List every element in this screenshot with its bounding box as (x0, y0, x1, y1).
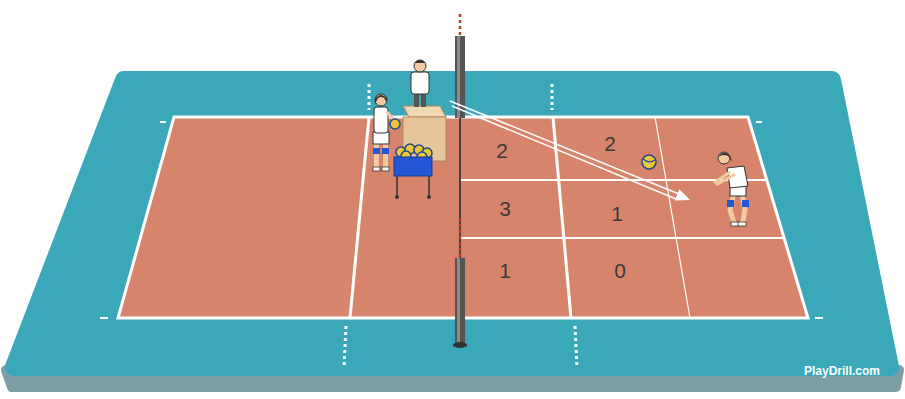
zone-number: 2 (496, 140, 508, 161)
ball-path-arrow (675, 189, 690, 200)
ball-cart (396, 175, 398, 196)
line-extension (551, 84, 554, 110)
volleyball (642, 155, 656, 169)
ball-path-arrow (452, 106, 676, 199)
receiver-player (714, 152, 749, 226)
line-extension (815, 317, 823, 319)
antenna (459, 218, 462, 258)
free-zone (14, 80, 890, 367)
ball-cart (395, 195, 399, 199)
zone-number: 1 (499, 260, 511, 281)
ball-cart (394, 157, 432, 176)
setter-player (373, 94, 400, 171)
ball-path-arrow (450, 101, 679, 194)
zone-line (655, 117, 690, 318)
line-extension (756, 121, 762, 123)
zone-number: 3 (499, 198, 511, 219)
zone-number: 0 (614, 260, 626, 281)
watermark: PlayDrill.com (804, 365, 880, 377)
coach (414, 60, 426, 72)
net-pole (457, 258, 460, 344)
line-extension (344, 326, 346, 368)
net-pole (457, 36, 460, 118)
zone-number: 1 (611, 203, 623, 224)
ball-cart (427, 195, 431, 199)
zone-number: 2 (604, 133, 616, 154)
coach-box (403, 106, 446, 117)
coach (414, 60, 426, 63)
line-extension (368, 84, 371, 110)
zone-line (460, 237, 784, 239)
antenna (459, 14, 462, 38)
volleyball (643, 159, 655, 162)
coach (411, 72, 429, 94)
line-extension (160, 121, 166, 123)
attack-line (350, 117, 369, 318)
net-pole (453, 342, 467, 348)
ball-cart (428, 175, 430, 196)
line-extension (100, 317, 108, 319)
net-pole (455, 258, 465, 344)
line-extension (575, 326, 577, 368)
